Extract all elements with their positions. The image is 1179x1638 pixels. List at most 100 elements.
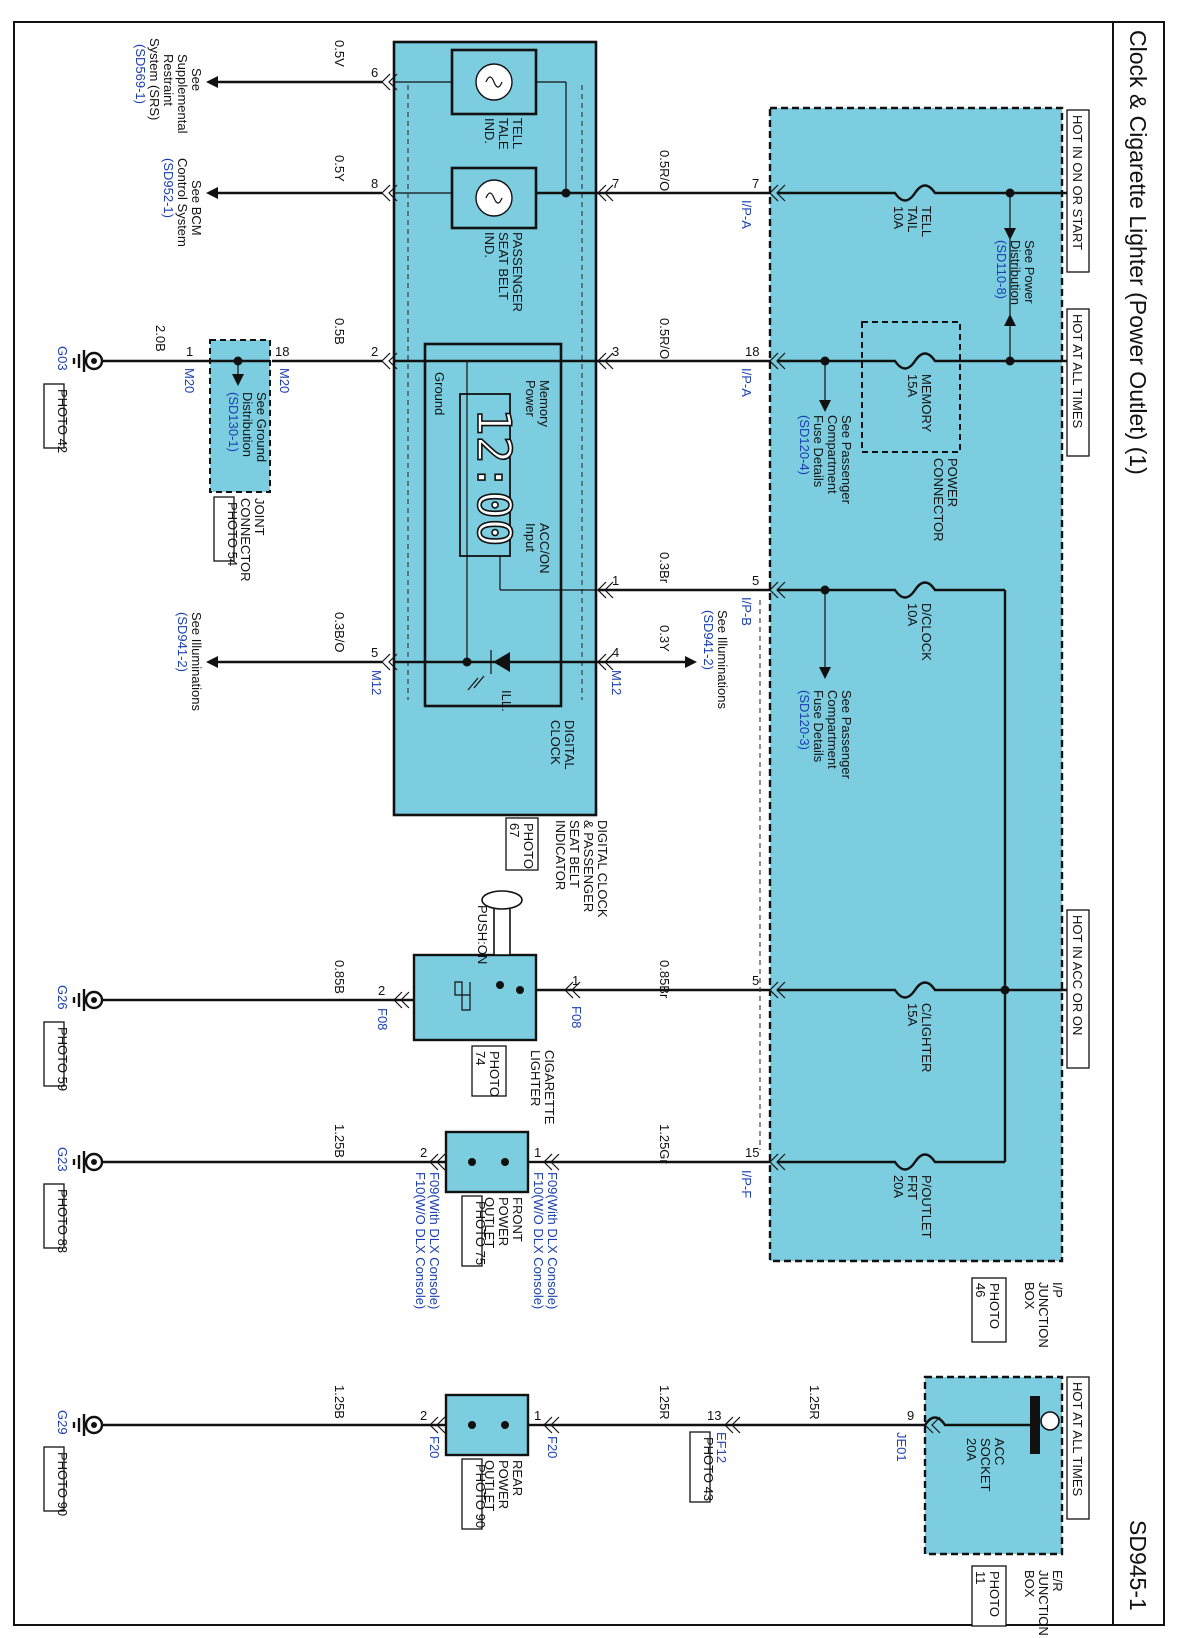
photo-tag xyxy=(43,383,65,449)
digital-clock-box xyxy=(423,342,563,708)
photo-num: 46 xyxy=(973,1283,988,1297)
ref-ground-dist: See Ground Distribution (SD130-1) xyxy=(226,392,269,462)
pin-number: 1 xyxy=(572,973,579,988)
front-outlet-chevrons xyxy=(429,1153,560,1171)
joint-connector-box xyxy=(209,339,271,493)
label-text: POWER xyxy=(496,1460,511,1509)
connector-id: F10(W/O DLX Console) xyxy=(413,1172,428,1309)
connector-id: I/P-B xyxy=(739,597,754,626)
ref-text: Distribution xyxy=(1008,240,1023,305)
label-text: OUTLET xyxy=(482,1197,497,1248)
photo-num: 67 xyxy=(507,823,522,837)
pin-number: 2 xyxy=(420,1145,427,1160)
label-text: POWER xyxy=(945,458,960,507)
hot-label-box-all-times xyxy=(1066,308,1090,457)
arrow-up-icon xyxy=(1004,314,1016,326)
wire-label: 0.5R/O xyxy=(657,150,672,191)
fuse-tell-tail: TELL TAIL 10A xyxy=(870,184,955,237)
outlet-pin-icon xyxy=(501,1421,509,1429)
ref-power-dist: See Power Distribution (SD110-8) xyxy=(994,240,1037,305)
label-text: JUNCTION xyxy=(1036,1570,1051,1636)
arrow-left-icon xyxy=(206,187,218,199)
wire-label: 1.25B xyxy=(332,1124,347,1158)
label-text: CIGARETTE xyxy=(542,1050,557,1125)
ref-text: See Illuminations xyxy=(189,612,204,711)
wire-label: 0.5R/O xyxy=(657,318,672,359)
ref-illum-upper: See Illuminations (SD941-2) xyxy=(701,610,730,709)
power-connector-box xyxy=(861,321,961,453)
cigarette-lighter-box xyxy=(412,953,538,1042)
hot-label-all-times: HOT AT ALL TIMES xyxy=(1070,314,1085,428)
clock-pin-chevrons xyxy=(381,73,614,671)
wire-label: 0.5B xyxy=(332,318,347,345)
power-connector-label: POWER CONNECTOR xyxy=(931,458,960,542)
memory-power-label: Memory Power xyxy=(523,380,552,427)
joint-connector-label: JOINT CONNECTOR xyxy=(238,498,267,582)
ip-junction-box xyxy=(768,106,1064,1263)
label-text: IND. xyxy=(482,118,497,144)
wire-label: 0.85Br xyxy=(657,960,672,999)
photo-text: PHOTO 83 xyxy=(55,1189,70,1253)
outlet-pin-icon xyxy=(468,1158,476,1166)
pin-number: 1 xyxy=(612,573,619,588)
ref-text: See Passenger xyxy=(839,415,854,505)
fuse-rating: 10A xyxy=(905,603,920,626)
label-text: E/R xyxy=(1050,1570,1065,1592)
pin-number: 8 xyxy=(371,176,378,191)
fuse-name: MEMORY xyxy=(919,374,934,433)
ref-text: See Passenger xyxy=(839,690,854,780)
ref-srs: See Supplemental Restraint System (SRS) … xyxy=(133,38,204,134)
ground-name: G03 xyxy=(55,346,70,371)
label-text: Power xyxy=(523,380,538,418)
lighter-knob-icon xyxy=(481,890,523,910)
connector-id: M12 xyxy=(369,670,384,695)
wire-label: 0.3B/O xyxy=(332,612,347,652)
junction-dot xyxy=(561,188,571,198)
wire-label: 0.3Br xyxy=(657,552,672,584)
photo-tag xyxy=(43,1183,65,1249)
connector-id: M12 xyxy=(609,670,624,695)
label-text: BOX xyxy=(1022,1282,1037,1310)
ground-name: G29 xyxy=(55,1410,70,1435)
digital-clock-label: DIGITAL CLOCK xyxy=(548,720,577,770)
ref-text: Fuse Details xyxy=(811,690,826,763)
photo-tag xyxy=(461,1195,483,1267)
label-text: DIGITAL xyxy=(562,720,577,770)
wire-label: 0.5Y xyxy=(332,155,347,182)
fuse-name: ACC xyxy=(992,1438,1007,1465)
rear-outlet-chevrons xyxy=(429,1416,560,1434)
rear-outlet-box xyxy=(444,1393,530,1457)
photo-tag xyxy=(461,1458,483,1530)
label-text: PASSENGER xyxy=(510,232,525,312)
label-text: INDICATOR xyxy=(553,820,568,890)
led-icon xyxy=(493,652,510,672)
connector-id: I/P-F xyxy=(739,1170,754,1198)
hot-label-on-start: HOT IN ON OR START xyxy=(1070,115,1085,250)
contact-dot xyxy=(516,986,524,994)
fuse-memory: MEMORY 15A xyxy=(870,352,955,433)
clock-display-text-group: 12:00 xyxy=(466,407,522,547)
ref-code: (SD569-1) xyxy=(133,44,148,104)
pin-number: 5 xyxy=(752,573,759,588)
wire-label: 2.0B xyxy=(153,325,168,352)
photo-text: PHOTO 90 xyxy=(473,1464,488,1528)
junction-dot xyxy=(462,657,472,667)
pin-number: 15 xyxy=(745,1145,759,1160)
ref-code: (SD941-2) xyxy=(175,612,190,672)
connector-id: F08 xyxy=(569,1006,584,1028)
label-text: Memory xyxy=(537,380,552,427)
er-junction-label: E/R JUNCTION BOX xyxy=(1022,1570,1065,1636)
ref-code: (SD110-8) xyxy=(994,240,1009,299)
pin-number: 13 xyxy=(707,1408,721,1423)
ref-code: (SD120-4) xyxy=(797,415,812,475)
hot-label-box-on-start xyxy=(1066,109,1090,273)
photo-tag xyxy=(213,496,235,562)
connector-id: F08 xyxy=(375,1008,390,1030)
photo-tag xyxy=(505,817,539,871)
wire-label: 0.3Y xyxy=(657,625,672,652)
fuse-rating: 15A xyxy=(905,374,920,397)
front-outlet-label: FRONT POWER OUTLET xyxy=(482,1197,525,1248)
front-outlet-box xyxy=(444,1130,530,1194)
label-text: TELL xyxy=(510,118,525,149)
photo-tag xyxy=(689,1431,711,1503)
